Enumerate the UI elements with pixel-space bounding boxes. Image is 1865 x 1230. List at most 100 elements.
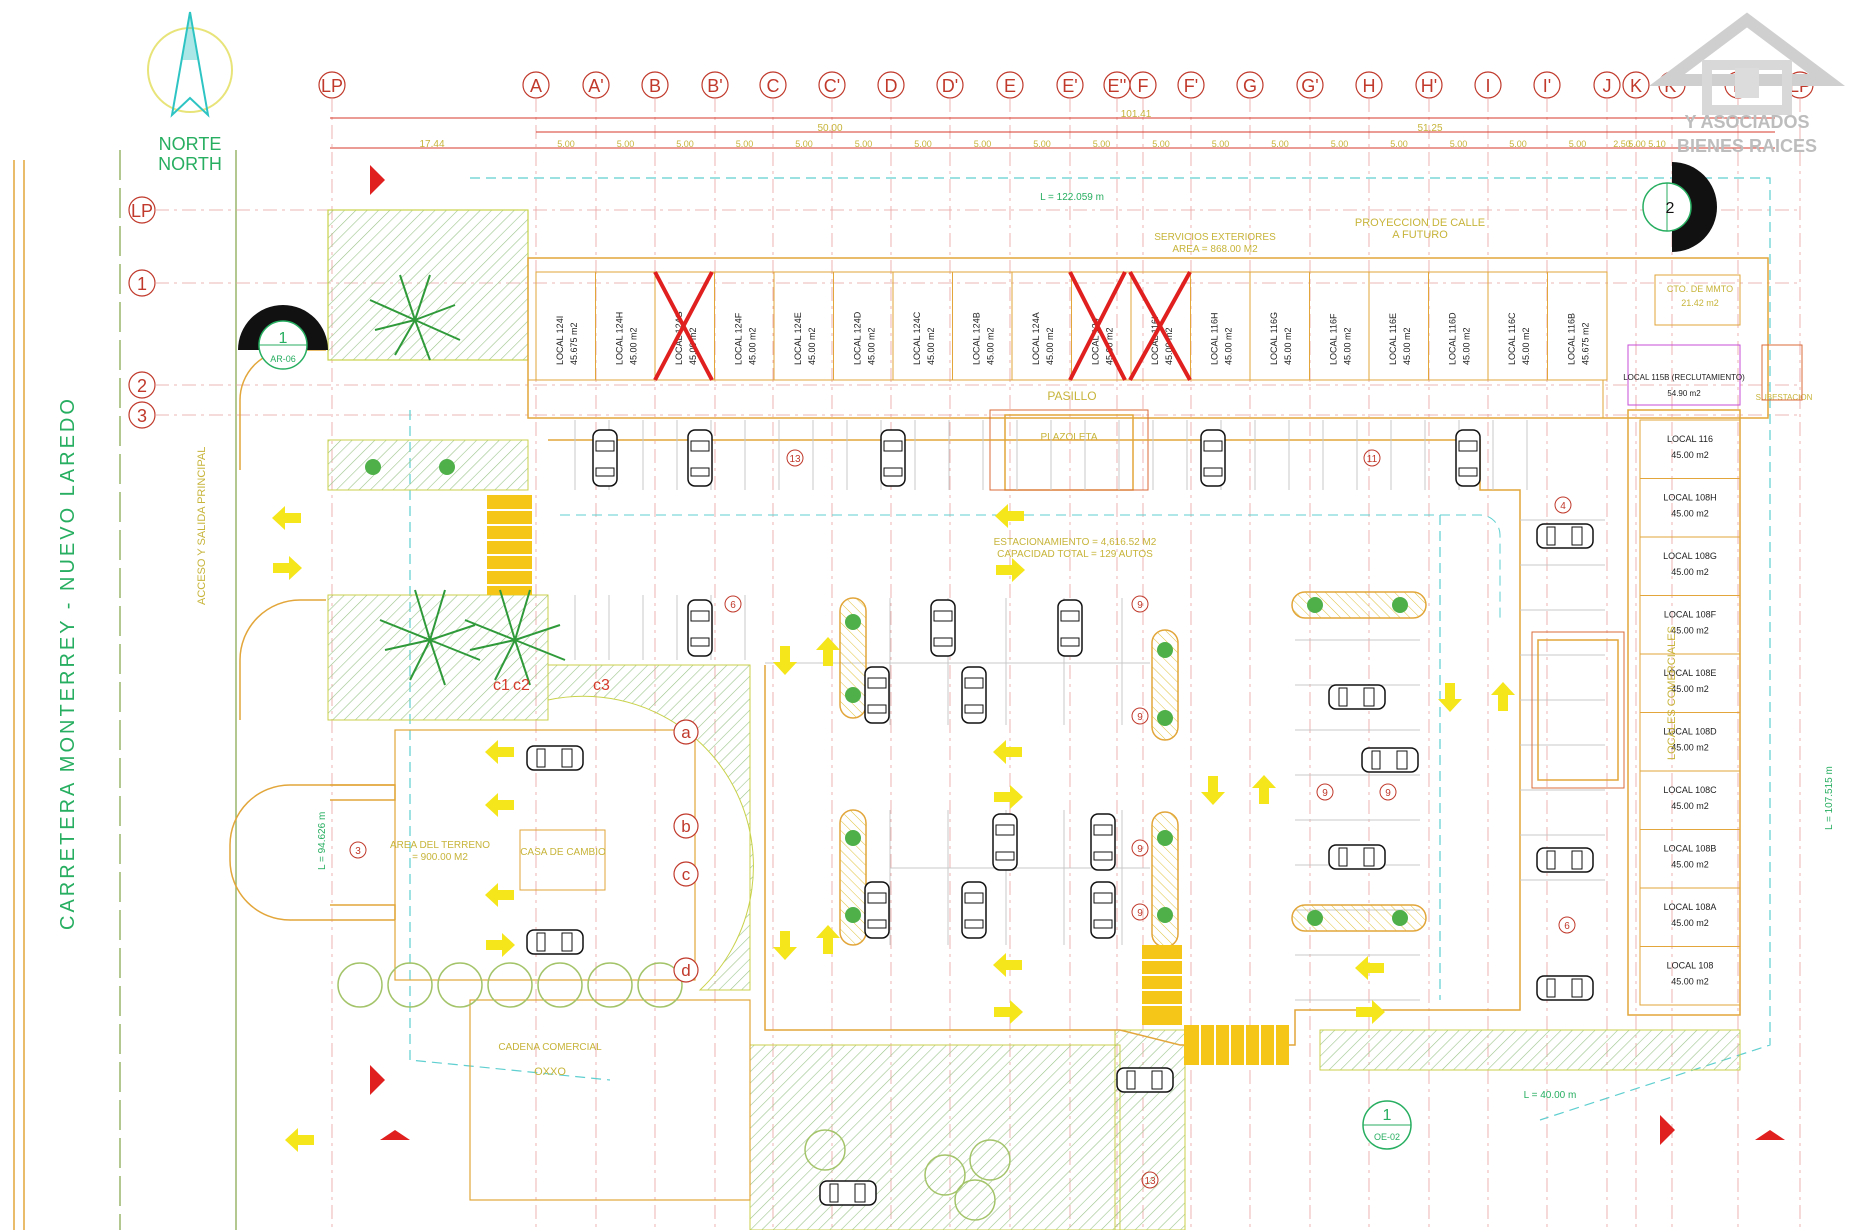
traffic-arrow-icon	[994, 785, 1023, 809]
parking-count: 9	[1316, 783, 1334, 801]
traffic-arrow-icon	[1201, 776, 1225, 805]
locales-comerciales-label: LOCALES COMERCIALES	[1666, 626, 1678, 760]
length-bottom: L = 40.00 m	[1524, 1090, 1577, 1101]
grid-col-marker: B	[641, 71, 669, 1230]
dim-1744: 17.44	[419, 139, 444, 150]
top-local-area: 45.00 m2	[1283, 327, 1293, 365]
grid-col-label: F	[1138, 76, 1149, 96]
parking-count-label: 9	[1137, 908, 1143, 919]
substation-box	[1761, 344, 1803, 401]
top-local-area: 45.00 m2	[629, 327, 639, 365]
round-marker-label: c	[682, 865, 691, 884]
bay-dim: 5.00	[1093, 139, 1111, 149]
north-label-en: NORTH	[158, 154, 222, 174]
cto-mmto-room	[1654, 274, 1741, 326]
grid-col-marker: H'	[1415, 71, 1443, 1230]
shrub-icons	[365, 459, 1408, 926]
top-local-name: LOCAL 116E	[1388, 313, 1398, 365]
parking-count-label: 9	[1137, 712, 1143, 723]
grid-col-label: F'	[1184, 76, 1198, 96]
bay-dim: 5.00	[855, 139, 873, 149]
grid-col-marker: F	[1129, 71, 1157, 1230]
section-3-num: 1	[1383, 1107, 1392, 1124]
traffic-arrow-icon	[995, 504, 1024, 528]
garden-left-mid	[327, 439, 529, 491]
logo-line-2: BIENES RAICES	[1677, 136, 1817, 156]
grid-col-marker: A'	[582, 71, 610, 1230]
garden-arc	[547, 664, 754, 991]
parking-count: 9	[1379, 783, 1397, 801]
bay-dim: 5.00	[1569, 139, 1587, 149]
palm-tree-icon	[369, 274, 566, 686]
grid-col-label: G	[1243, 76, 1257, 96]
parking-count-label: 6	[730, 600, 736, 611]
parking-count: 3	[349, 841, 367, 859]
car-icon	[1536, 523, 1594, 549]
round-marker: c	[673, 861, 699, 887]
car-icon	[1536, 847, 1594, 873]
grid-col-marker: D	[877, 71, 905, 1230]
parking-count: 6	[724, 595, 742, 613]
grid-col-label: G'	[1301, 76, 1318, 96]
round-marker-label: a	[681, 723, 691, 742]
bay-dim: 5.00	[1033, 139, 1051, 149]
top-local-name: LOCAL 124B	[972, 312, 982, 365]
bay-dim: 5.00	[1212, 139, 1230, 149]
round-marker: d	[673, 957, 699, 983]
parking-count: 4	[1554, 496, 1572, 514]
car-icon	[864, 881, 890, 939]
traffic-arrows	[272, 504, 1515, 1152]
cto-mmto-area: 21.42 m2	[1681, 298, 1719, 308]
parking-count-label: 13	[1144, 1176, 1156, 1187]
grid-col-label: E''	[1108, 76, 1127, 96]
parking-count: 13	[786, 449, 804, 467]
pillar-c2: c2	[513, 677, 530, 694]
car-icon	[930, 599, 956, 657]
bay-dim: 5.00	[736, 139, 754, 149]
grid-col-label: I'	[1543, 76, 1551, 96]
round-marker: a	[673, 719, 699, 745]
top-local-area: 45.00 m2	[807, 327, 817, 365]
traffic-arrow-icon	[1491, 682, 1515, 711]
traffic-arrow-icon	[993, 953, 1022, 977]
parking-count: 13	[1141, 1171, 1159, 1189]
car-icon	[687, 599, 713, 657]
grid-row-marker: 3	[128, 401, 1800, 429]
car-icon	[864, 666, 890, 724]
bay-dim: 5.00	[914, 139, 932, 149]
car-icon	[961, 881, 987, 939]
section-marker-1	[238, 305, 328, 370]
top-local-name: LOCAL 124A	[1031, 312, 1041, 365]
estacionamiento-label: ESTACIONAMIENTO = 4,616.52 M2	[994, 537, 1157, 548]
oxxo-building	[469, 999, 751, 1201]
top-local-area: 45.00 m2	[1343, 327, 1353, 365]
car-icon	[526, 745, 584, 771]
parking-stalls	[574, 420, 1605, 1001]
tree-circles	[337, 962, 1011, 1221]
highway-label: CARRETERA MONTERREY - NUEVO LAREDO	[57, 396, 79, 930]
round-marker: b	[673, 813, 699, 839]
right-local-name: LOCAL 108B	[1664, 844, 1717, 854]
right-local-area: 45.00 m2	[1671, 977, 1709, 987]
car-icon	[592, 429, 618, 487]
grid-row-label: LP	[131, 201, 153, 221]
area-terreno-value: = 900.00 M2	[412, 852, 468, 863]
parking-count-label: 11	[1367, 454, 1378, 465]
right-local-name: LOCAL 116	[1667, 434, 1713, 444]
traffic-arrow-icon	[285, 1128, 314, 1152]
right-local-name: LOCAL 108	[1667, 961, 1714, 971]
bay-dim: 5.00	[1152, 139, 1170, 149]
grid-col-marker: J	[1593, 71, 1621, 1230]
flag-icons	[370, 165, 1785, 1145]
grid-col-label: B	[649, 76, 661, 96]
grid-row-label: 2	[137, 376, 147, 396]
